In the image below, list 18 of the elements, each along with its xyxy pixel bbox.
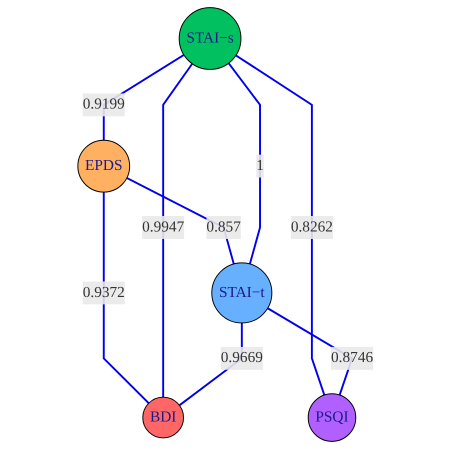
edge-label: 1	[256, 158, 264, 174]
node-circle: STAI−s	[178, 7, 242, 70]
connector	[162, 63, 194, 398]
connector	[235, 54, 326, 396]
edge-label: 0.8262	[290, 218, 333, 236]
connector	[126, 177, 235, 264]
edge-label: 0.9199	[82, 96, 125, 112]
node-circle: PSQI	[308, 393, 356, 442]
connector	[102, 192, 150, 404]
edge-label: 0.8746	[331, 350, 374, 366]
edge-label: 0.9669	[220, 350, 263, 366]
edge-label: 0.9947	[142, 218, 184, 236]
edge-label: 0.857	[206, 218, 241, 236]
node-circle: EPDS	[77, 140, 130, 193]
node-circle: STAI−t	[211, 262, 272, 324]
edge-label: 0.9372	[82, 284, 125, 301]
node-circle: BDI	[142, 396, 184, 438]
connector	[228, 62, 261, 264]
